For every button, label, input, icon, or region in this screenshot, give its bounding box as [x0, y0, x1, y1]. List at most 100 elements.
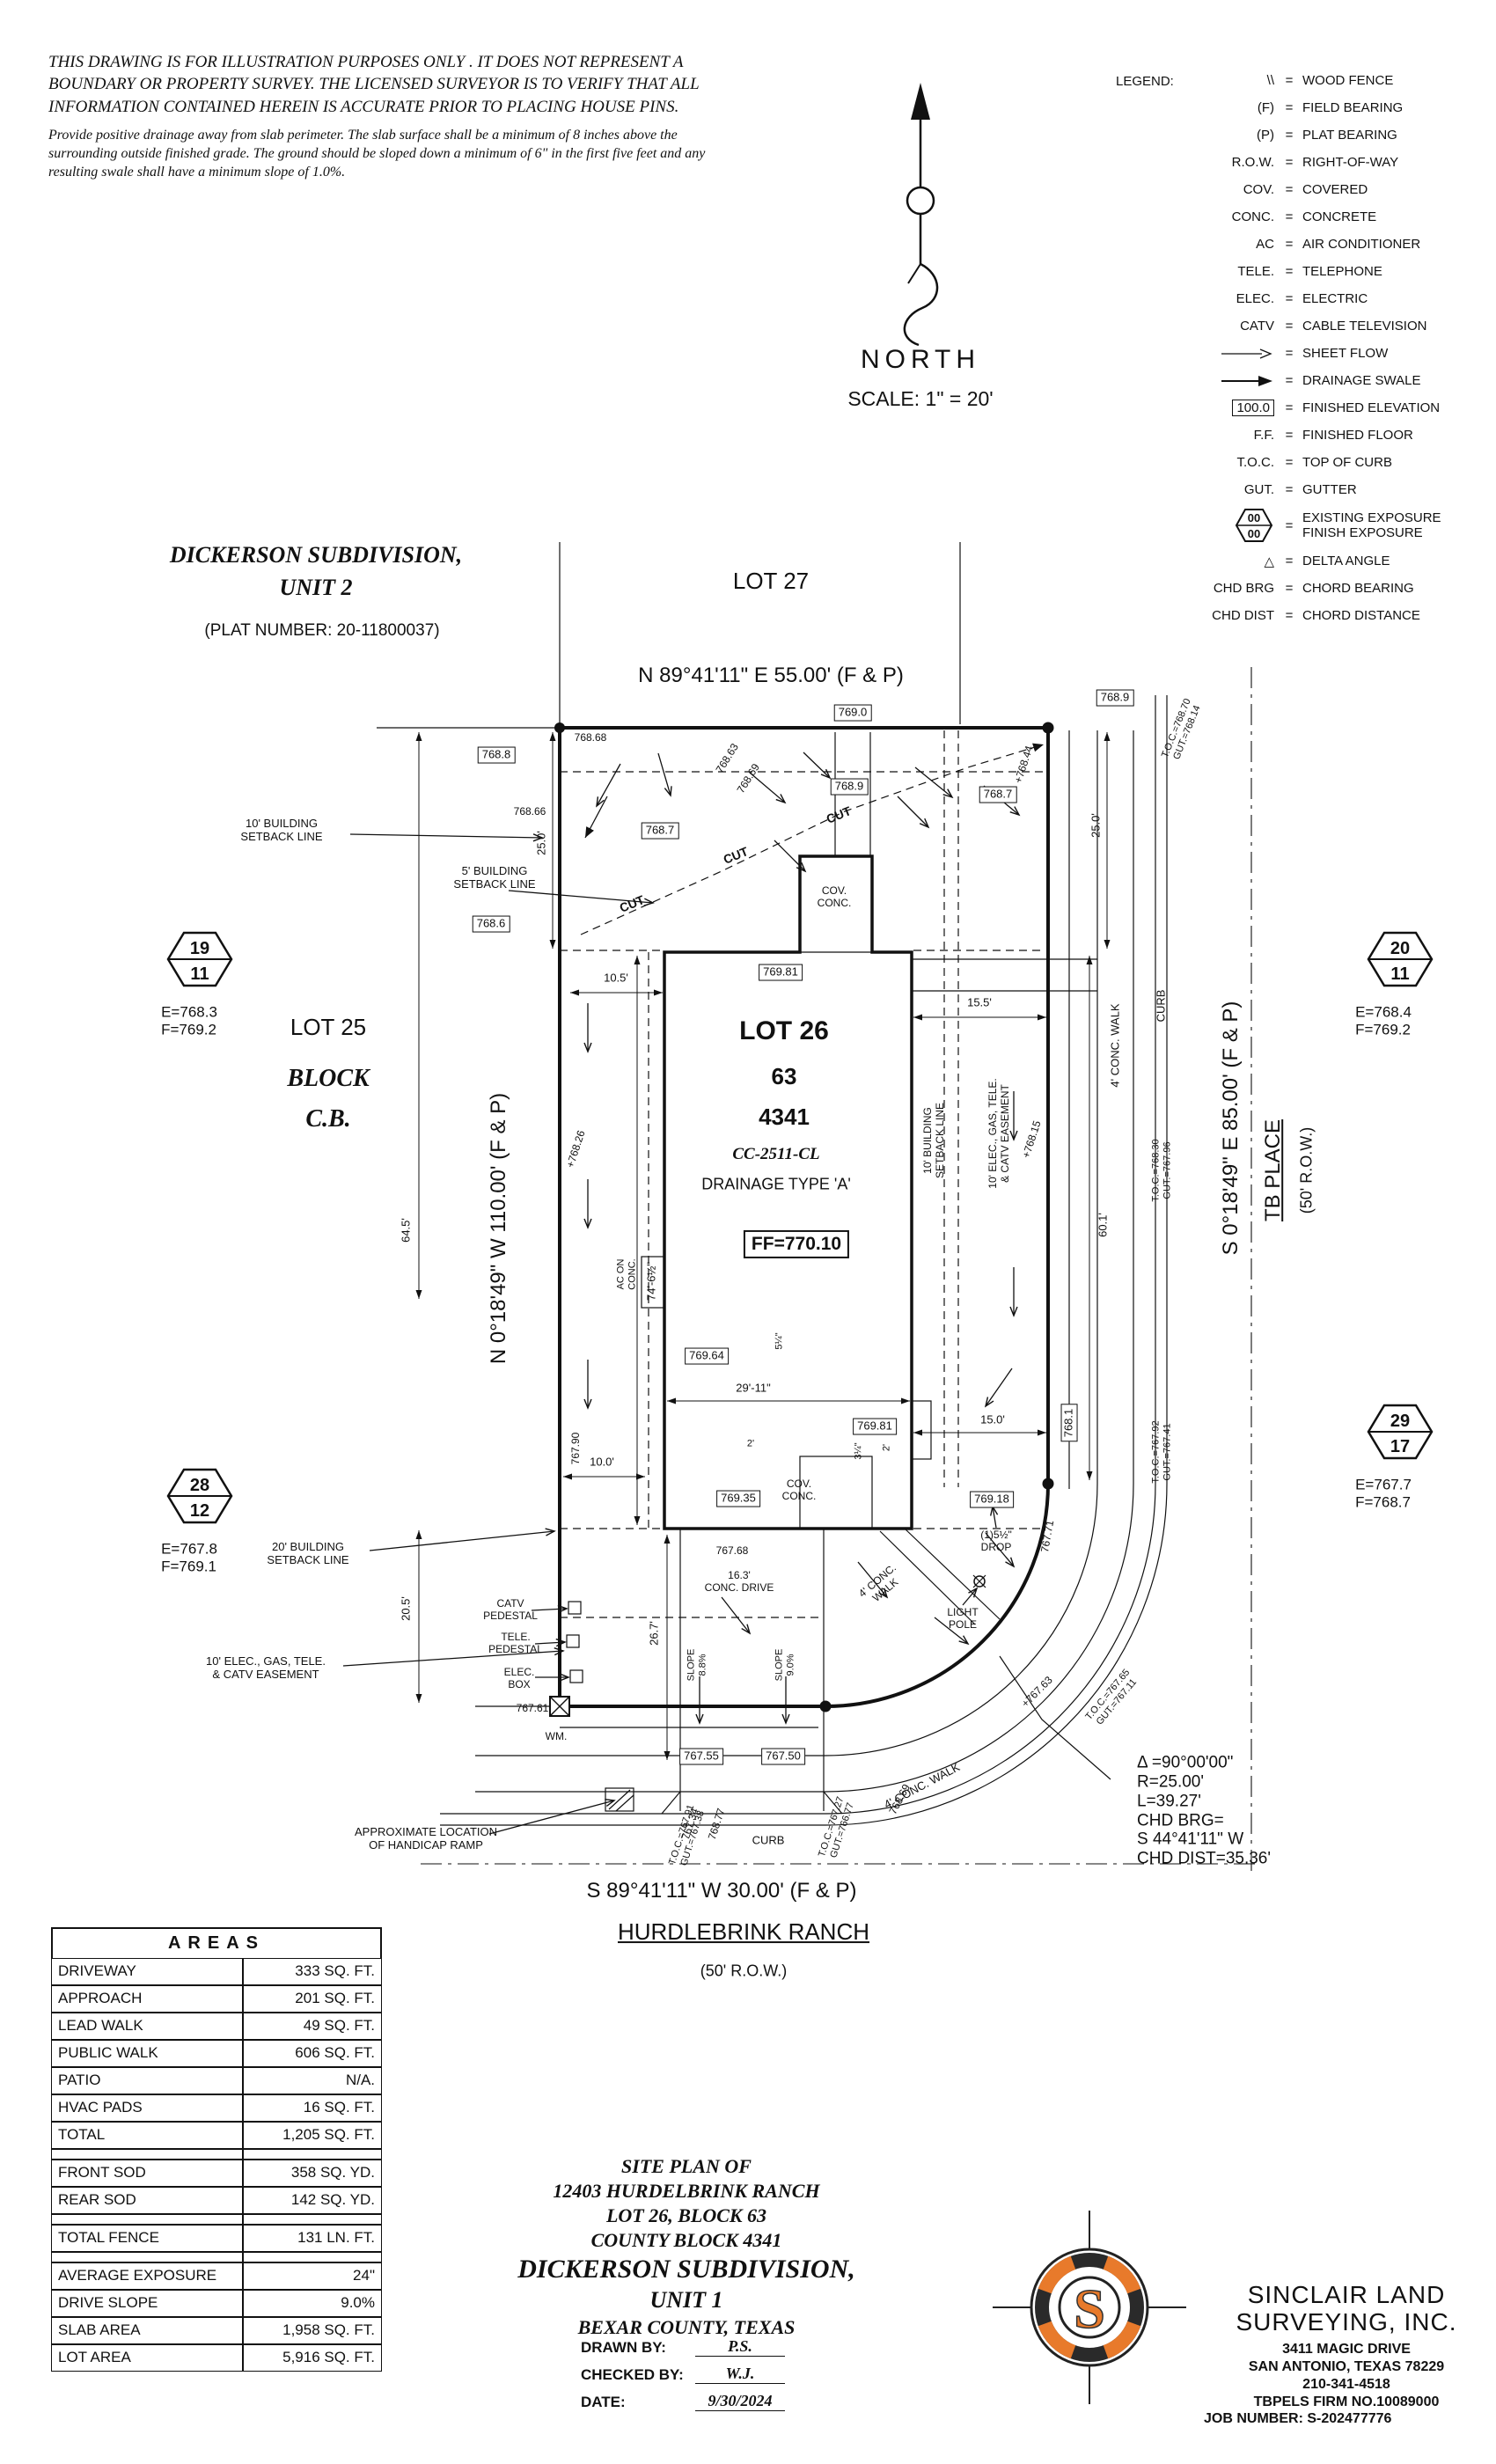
areas-table-rows: DRIVEWAY 333 SQ. FT. APPROACH 201 SQ. FT… — [51, 1958, 382, 2372]
svg-text:29: 29 — [1390, 1412, 1410, 1431]
table-row — [51, 2214, 382, 2225]
legend-row: GUT.=GUTTER — [1243, 482, 1357, 497]
areas-row-label: LEAD WALK — [51, 2013, 243, 2040]
checked-by-value: W.J. — [695, 2365, 785, 2384]
utility-symbols — [549, 1574, 986, 1812]
table-row: LEAD WALK 49 SQ. FT. — [51, 2013, 382, 2040]
areas-row-value: 9.0% — [243, 2290, 382, 2317]
areas-table: AREAS DRIVEWAY 333 SQ. FT. APPROACH 201 … — [51, 1927, 382, 2372]
table-row: REAR SOD 142 SQ. YD. — [51, 2187, 382, 2214]
legend-row: COV.=COVERED — [1243, 182, 1368, 197]
areas-row-value: 358 SQ. YD. — [243, 2160, 382, 2187]
areas-row-label: PUBLIC WALK — [51, 2040, 243, 2067]
areas-row-value: 201 SQ. FT. — [243, 1985, 382, 2013]
svg-text:20: 20 — [1390, 939, 1410, 958]
firm-block: SINCLAIR LAND SURVEYING, INC. 3411 MAGIC… — [1197, 2281, 1496, 2411]
legend-row: \\=WOOD FENCE — [1172, 67, 1494, 94]
areas-row-label: TOTAL — [51, 2122, 243, 2149]
legend-row: T.O.C.=TOP OF CURB — [1236, 455, 1392, 470]
areas-row-value: 5,916 SQ. FT. — [243, 2344, 382, 2372]
svg-text:11: 11 — [1390, 964, 1409, 984]
leader-lines — [342, 833, 1111, 1835]
legend-row: R.O.W.=RIGHT-OF-WAY — [1231, 155, 1399, 170]
firm-address-2: SAN ANTONIO, TEXAS 78229 — [1248, 2359, 1445, 2374]
title-line: 12403 HURDELBRINK RANCH — [553, 2180, 820, 2202]
areas-row-value — [243, 2149, 382, 2160]
drawn-by-label: DRAWN BY: — [581, 2339, 666, 2356]
legend-row: F.F.=FINISHED FLOOR — [1253, 428, 1413, 443]
table-row: PUBLIC WALK 606 SQ. FT. — [51, 2040, 382, 2067]
svg-text:12: 12 — [190, 1501, 209, 1521]
areas-row-label: AVERAGE EXPOSURE — [51, 2262, 243, 2290]
areas-row-value: 333 SQ. FT. — [243, 1958, 382, 1985]
legend-row: ELEC.=ELECTRIC — [1236, 291, 1368, 306]
exposure-marker-20-11: 20 11 — [1367, 931, 1434, 987]
surveyor-logo: S — [993, 2211, 1186, 2404]
firm-phone: 210-341-4518 — [1302, 2377, 1390, 2392]
date-label: DATE: — [581, 2394, 626, 2410]
areas-row-value: 142 SQ. YD. — [243, 2187, 382, 2214]
areas-row-label: APPROACH — [51, 1985, 243, 2013]
finished-elevation-icon: 100.0 — [1232, 400, 1274, 416]
areas-row-label — [51, 2149, 243, 2160]
table-row: TOTAL 1,205 SQ. FT. — [51, 2122, 382, 2149]
exposure-marker-29-17: 29 17 — [1367, 1404, 1434, 1460]
legend-title: LEGEND: — [1116, 74, 1174, 89]
house-outline — [641, 854, 932, 1530]
svg-text:00: 00 — [1248, 511, 1260, 524]
disclaimer: THIS DRAWING IS FOR ILLUSTRATION PURPOSE… — [48, 51, 717, 182]
title-block: SITE PLAN OF 12403 HURDELBRINK RANCH LOT… — [458, 2154, 915, 2341]
areas-row-value: 16 SQ. FT. — [243, 2094, 382, 2122]
areas-row-label: TOTAL FENCE — [51, 2225, 243, 2252]
date-row: DATE: 9/30/2024 — [581, 2392, 785, 2411]
exposure-marker-19-11: 19 11 — [166, 931, 233, 987]
legend-row: (F)=FIELD BEARING — [1257, 100, 1404, 115]
legend-row: △=DELTA ANGLE — [1172, 547, 1494, 575]
areas-row-label — [51, 2214, 243, 2225]
lot-lines — [377, 542, 961, 1707]
logo-s-icon: S — [1074, 2277, 1105, 2340]
table-row: DRIVE SLOPE 9.0% — [51, 2290, 382, 2317]
areas-row-value: N/A. — [243, 2067, 382, 2094]
svg-text:28: 28 — [190, 1476, 209, 1495]
checked-by-row: CHECKED BY: W.J. — [581, 2365, 785, 2384]
areas-row-value: 606 SQ. FT. — [243, 2040, 382, 2067]
signature-rows: DRAWN BY: P.S. CHECKED BY: W.J. DATE: 9/… — [581, 2337, 785, 2419]
setback-easement-lines — [560, 730, 1045, 1618]
exposure-marker-28-12: 28 12 — [166, 1468, 233, 1524]
table-row: FRONT SOD 358 SQ. YD. — [51, 2160, 382, 2187]
legend-row: (P)=PLAT BEARING — [1257, 128, 1397, 143]
areas-row-label: REAR SOD — [51, 2187, 243, 2214]
sheet-flow-icon — [1172, 346, 1276, 361]
areas-row-value: 1,205 SQ. FT. — [243, 2122, 382, 2149]
table-row: AVERAGE EXPOSURE 24" — [51, 2262, 382, 2290]
areas-row-label — [51, 2252, 243, 2262]
areas-row-value: 1,958 SQ. FT. — [243, 2317, 382, 2344]
svg-text:19: 19 — [190, 939, 209, 958]
job-number: JOB NUMBER: S-202477776 — [1204, 2411, 1392, 2426]
firm-name-line-2: SURVEYING, INC. — [1236, 2308, 1457, 2336]
dimension-lines — [415, 732, 1111, 1760]
svg-text:11: 11 — [190, 964, 209, 984]
legend-row: 100.0=FINISHED ELEVATION — [1172, 394, 1494, 422]
table-row — [51, 2252, 382, 2262]
legend-row: =DRAINAGE SWALE — [1172, 367, 1494, 394]
firm-name-line-1: SINCLAIR LAND — [1247, 2281, 1446, 2308]
legend-row: =SHEET FLOW — [1172, 340, 1494, 367]
areas-row-label: DRIVE SLOPE — [51, 2290, 243, 2317]
table-row: APPROACH 201 SQ. FT. — [51, 1985, 382, 2013]
legend-row: TELE.=TELEPHONE — [1237, 264, 1382, 279]
disclaimer-paragraph-2: Provide positive drainage away from slab… — [48, 128, 706, 180]
title-line: LOT 26, BLOCK 63 — [605, 2204, 767, 2226]
date-value: 9/30/2024 — [695, 2392, 785, 2411]
firm-address-1: 3411 MAGIC DRIVE — [1282, 2342, 1411, 2357]
title-county: BEXAR COUNTY, TEXAS — [577, 2316, 796, 2338]
title-line: COUNTY BLOCK 4341 — [590, 2229, 782, 2251]
firm-registration: TBPELS FIRM NO.10089000 — [1253, 2394, 1440, 2409]
title-unit: UNIT 1 — [649, 2287, 723, 2313]
legend-row: CHD BRG=CHORD BEARING — [1213, 581, 1414, 596]
areas-row-label: DRIVEWAY — [51, 1958, 243, 1985]
